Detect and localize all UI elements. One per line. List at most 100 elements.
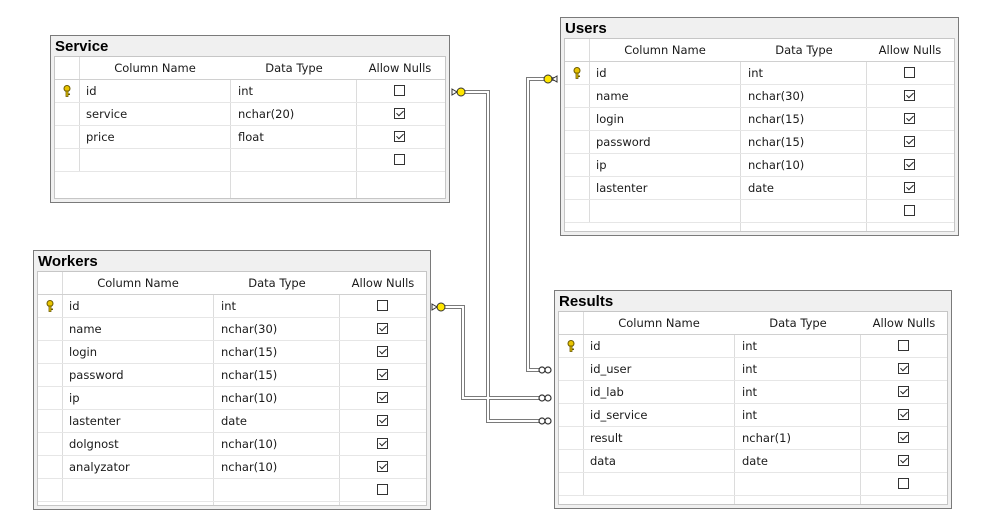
- column-name-cell[interactable]: password: [596, 135, 651, 149]
- allow-nulls-header[interactable]: Allow Nulls: [368, 61, 432, 75]
- column-name-cell[interactable]: login: [596, 112, 625, 126]
- allow-nulls-checkbox[interactable]: [898, 478, 909, 489]
- allow-nulls-header[interactable]: Allow Nulls: [878, 43, 942, 57]
- column-name-cell[interactable]: lastenter: [596, 181, 648, 195]
- row-selector[interactable]: [55, 103, 80, 125]
- column-name-cell[interactable]: ip: [69, 391, 80, 405]
- data-type-cell[interactable]: int: [742, 362, 757, 376]
- table-row[interactable]: login nchar(15): [38, 341, 426, 364]
- table-row[interactable]: analyzator nchar(10): [38, 456, 426, 479]
- row-selector[interactable]: [38, 387, 63, 409]
- data-type-cell[interactable]: date: [742, 454, 768, 468]
- column-name-cell[interactable]: ip: [596, 158, 607, 172]
- column-name-cell[interactable]: dolgnost: [69, 437, 119, 451]
- data-type-cell[interactable]: nchar(10): [748, 158, 805, 172]
- data-type-cell[interactable]: [748, 200, 864, 222]
- row-selector[interactable]: [559, 473, 584, 495]
- allow-nulls-checkbox[interactable]: [377, 415, 388, 426]
- allow-nulls-checkbox[interactable]: [377, 392, 388, 403]
- row-selector[interactable]: [565, 177, 590, 199]
- table-row[interactable]: [55, 149, 445, 172]
- data-type-cell[interactable]: nchar(30): [221, 322, 278, 336]
- column-name-cell[interactable]: id_lab: [590, 385, 624, 399]
- allow-nulls-checkbox[interactable]: [377, 369, 388, 380]
- row-selector[interactable]: [55, 126, 80, 148]
- data-type-header[interactable]: Data Type: [265, 61, 323, 75]
- data-type-cell[interactable]: [221, 479, 337, 501]
- allow-nulls-checkbox[interactable]: [394, 154, 405, 165]
- column-name-cell[interactable]: id: [596, 66, 607, 80]
- row-selector[interactable]: [55, 80, 80, 102]
- allow-nulls-checkbox[interactable]: [904, 182, 915, 193]
- column-name-header[interactable]: Column Name: [97, 276, 179, 290]
- column-name-header[interactable]: Column Name: [114, 61, 196, 75]
- row-selector[interactable]: [55, 149, 80, 171]
- allow-nulls-checkbox[interactable]: [377, 300, 388, 311]
- column-name-cell[interactable]: name: [596, 89, 629, 103]
- table-row[interactable]: name nchar(30): [38, 318, 426, 341]
- column-name-cell[interactable]: name: [69, 322, 102, 336]
- data-type-header[interactable]: Data Type: [248, 276, 306, 290]
- data-type-cell[interactable]: nchar(15): [748, 135, 805, 149]
- data-type-cell[interactable]: int: [742, 408, 757, 422]
- column-name-cell[interactable]: service: [86, 107, 128, 121]
- allow-nulls-header[interactable]: Allow Nulls: [351, 276, 415, 290]
- column-name-cell[interactable]: id_user: [590, 362, 632, 376]
- column-name-cell[interactable]: login: [69, 345, 98, 359]
- column-name-header[interactable]: Column Name: [624, 43, 706, 57]
- data-type-cell[interactable]: [742, 473, 858, 495]
- table-row[interactable]: [38, 479, 426, 502]
- row-selector[interactable]: [565, 108, 590, 130]
- allow-nulls-checkbox[interactable]: [394, 108, 405, 119]
- allow-nulls-checkbox[interactable]: [377, 484, 388, 495]
- column-name-cell[interactable]: analyzator: [69, 460, 130, 474]
- table-row[interactable]: id_user int: [559, 358, 947, 381]
- data-type-cell[interactable]: [238, 149, 354, 171]
- allow-nulls-checkbox[interactable]: [898, 455, 909, 466]
- allow-nulls-checkbox[interactable]: [904, 67, 915, 78]
- data-type-cell[interactable]: date: [221, 414, 247, 428]
- allow-nulls-checkbox[interactable]: [898, 409, 909, 420]
- table-row[interactable]: id_lab int: [559, 381, 947, 404]
- row-selector[interactable]: [38, 456, 63, 478]
- row-selector[interactable]: [38, 364, 63, 386]
- allow-nulls-checkbox[interactable]: [394, 131, 405, 142]
- table-row[interactable]: [559, 473, 947, 496]
- column-name-cell[interactable]: result: [590, 431, 623, 445]
- data-type-cell[interactable]: nchar(10): [221, 460, 278, 474]
- data-type-cell[interactable]: nchar(20): [238, 107, 295, 121]
- column-name-cell[interactable]: password: [69, 368, 124, 382]
- row-selector[interactable]: [38, 318, 63, 340]
- allow-nulls-header[interactable]: Allow Nulls: [872, 316, 936, 330]
- allow-nulls-checkbox[interactable]: [377, 461, 388, 472]
- row-selector[interactable]: [38, 295, 63, 317]
- table-row[interactable]: service nchar(20): [55, 103, 445, 126]
- table-row[interactable]: password nchar(15): [565, 131, 954, 154]
- table-row[interactable]: dolgnost nchar(10): [38, 433, 426, 456]
- row-selector[interactable]: [565, 200, 590, 222]
- allow-nulls-checkbox[interactable]: [377, 323, 388, 334]
- table-row[interactable]: ip nchar(10): [565, 154, 954, 177]
- column-name-cell[interactable]: id: [590, 339, 601, 353]
- allow-nulls-checkbox[interactable]: [904, 159, 915, 170]
- column-name-header[interactable]: Column Name: [618, 316, 700, 330]
- row-selector[interactable]: [565, 131, 590, 153]
- row-selector[interactable]: [559, 427, 584, 449]
- column-name-cell[interactable]: [86, 149, 228, 171]
- data-type-cell[interactable]: int: [742, 385, 757, 399]
- data-type-cell[interactable]: nchar(1): [742, 431, 791, 445]
- data-type-cell[interactable]: nchar(10): [221, 437, 278, 451]
- data-type-cell[interactable]: nchar(15): [221, 345, 278, 359]
- allow-nulls-checkbox[interactable]: [898, 340, 909, 351]
- row-selector[interactable]: [559, 335, 584, 357]
